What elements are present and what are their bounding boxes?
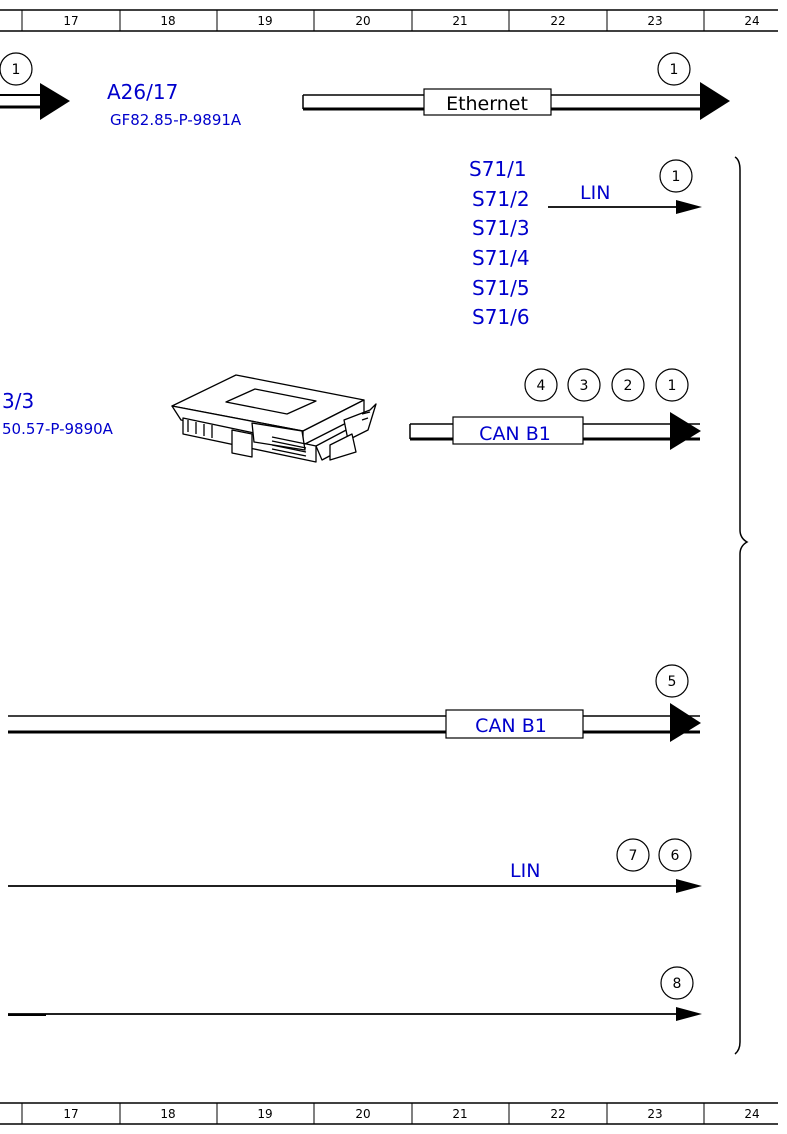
switch-s71-6: S71/6 xyxy=(472,305,530,329)
bottom-bubble-8 xyxy=(660,966,694,1000)
can-b1-label-box xyxy=(452,416,584,445)
ethernet-row: 1 A26/17 GF82.85-P-9891A Ethernet 1 xyxy=(0,52,730,129)
svg-text:2: 2 xyxy=(624,378,633,394)
component-id-a26-17: A26/17 xyxy=(107,80,178,104)
ruler-bottom-17: 17 xyxy=(63,1107,78,1121)
ruler-bottom-22: 22 xyxy=(550,1107,565,1121)
can-bubble-1 xyxy=(655,368,689,402)
ethernet-label-box xyxy=(423,88,552,116)
svg-text:5: 5 xyxy=(668,674,677,690)
svg-text:8: 8 xyxy=(673,976,682,992)
switch-s71-4: S71/4 xyxy=(472,246,530,270)
ruler-top-24: 24 xyxy=(744,14,759,28)
lin-top-arrowhead-icon xyxy=(676,200,702,214)
can-b1-lower-label-box xyxy=(445,709,584,739)
svg-text:1: 1 xyxy=(670,62,679,78)
ethernet-end-bubble xyxy=(657,52,691,86)
ruler-top-23: 23 xyxy=(647,14,662,28)
can-lower-row: CAN B1 5 xyxy=(8,664,701,742)
top-ruler: 17 18 19 20 21 22 23 24 xyxy=(0,9,778,32)
lin-lower-bubble-6 xyxy=(658,838,692,872)
svg-text:1: 1 xyxy=(668,378,677,394)
lin-top-label: LIN xyxy=(580,182,610,204)
svg-text:1: 1 xyxy=(672,169,681,185)
right-brace-icon xyxy=(734,156,749,1055)
svg-text:3: 3 xyxy=(580,378,589,394)
bottom-row: 8 xyxy=(8,966,702,1021)
ruler-top-20: 20 xyxy=(355,14,370,28)
lin-lower-row: LIN 7 6 xyxy=(8,838,702,893)
ruler-top-19: 19 xyxy=(257,14,272,28)
lin-lower-label: LIN xyxy=(510,860,540,882)
svg-text:7: 7 xyxy=(629,848,638,864)
can-bubble-3 xyxy=(567,368,601,402)
bottom-ruler: 17 18 19 20 21 22 23 24 xyxy=(0,1102,778,1125)
ruler-bottom-18: 18 xyxy=(160,1107,175,1121)
ruler-bottom-24: 24 xyxy=(744,1107,759,1121)
can-lower-bubble-5 xyxy=(655,664,689,698)
left-bubble xyxy=(0,52,33,86)
lin-top-row: LIN 1 xyxy=(548,159,702,214)
can-bubble-2 xyxy=(611,368,645,402)
can-module-row: 3/3 50.57-P-9890A CA xyxy=(2,368,701,463)
can-b1-lower-arrowhead-icon xyxy=(670,703,701,742)
switch-list: S71/1 S71/2 S71/3 S71/4 S71/5 S71/6 xyxy=(469,157,530,329)
ruler-top-17: 17 xyxy=(63,14,78,28)
ethernet-label: Ethernet xyxy=(446,93,528,115)
ruler-bottom-20: 20 xyxy=(355,1107,370,1121)
can-b1-arrowhead-icon xyxy=(670,412,701,450)
switch-s71-1: S71/1 xyxy=(469,157,527,181)
switch-s71-5: S71/5 xyxy=(472,276,530,300)
ruler-top-21: 21 xyxy=(452,14,467,28)
component-ref-gf82: GF82.85-P-9891A xyxy=(110,111,242,129)
can-b1-lower-label: CAN B1 xyxy=(475,715,547,737)
ruler-bottom-23: 23 xyxy=(647,1107,662,1121)
switch-s71-2: S71/2 xyxy=(472,187,530,211)
ruler-top-18: 18 xyxy=(160,14,175,28)
bottom-arrowhead-icon xyxy=(676,1007,702,1021)
component-id-partial: 3/3 xyxy=(2,389,34,413)
can-bubble-4 xyxy=(524,368,558,402)
svg-text:6: 6 xyxy=(671,848,680,864)
lin-top-end-bubble xyxy=(659,159,693,193)
ethernet-arrowhead-icon xyxy=(700,82,730,120)
lin-lower-bubble-7 xyxy=(616,838,650,872)
ruler-bottom-21: 21 xyxy=(452,1107,467,1121)
left-arrowhead-icon xyxy=(40,83,70,120)
component-ref-partial: 50.57-P-9890A xyxy=(2,420,114,438)
can-b1-label: CAN B1 xyxy=(479,423,551,445)
ruler-bottom-19: 19 xyxy=(257,1107,272,1121)
lin-lower-arrowhead-icon xyxy=(676,879,702,893)
svg-text:1: 1 xyxy=(12,62,21,78)
switch-s71-3: S71/3 xyxy=(472,216,530,240)
control-module-icon xyxy=(171,374,377,463)
ruler-top-22: 22 xyxy=(550,14,565,28)
svg-text:4: 4 xyxy=(537,378,546,394)
